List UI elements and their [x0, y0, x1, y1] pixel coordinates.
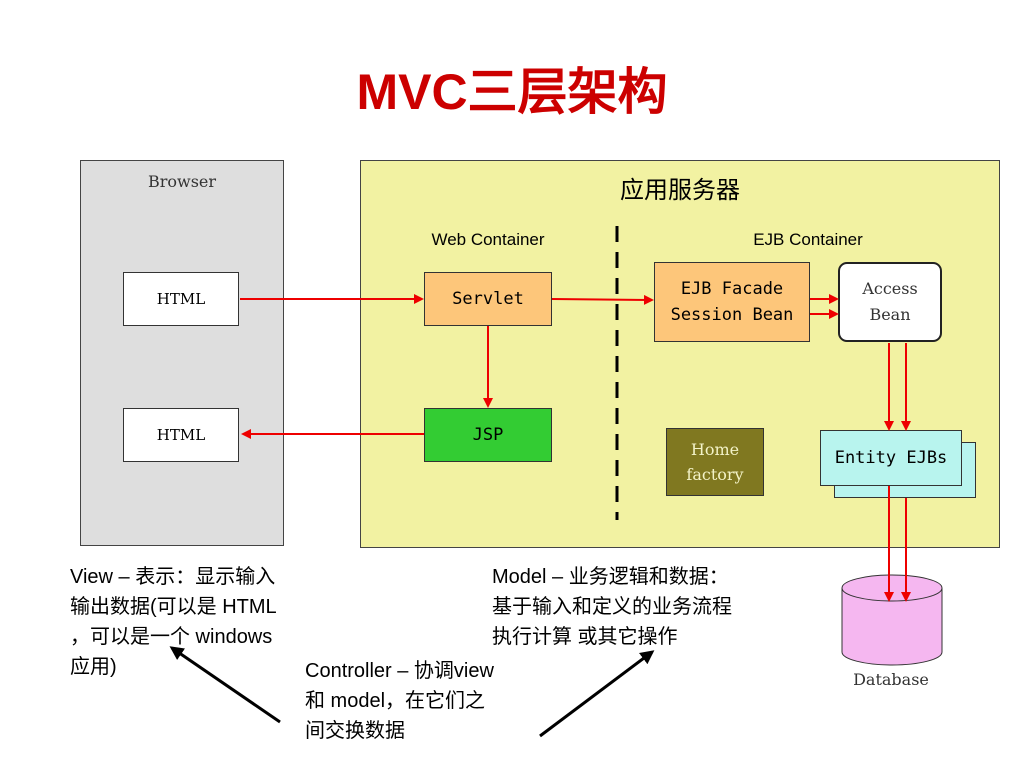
model-caption: Model – 业务逻辑和数据： 基于输入和定义的业务流程 执行计算 或其它操作: [492, 562, 732, 652]
home-factory-line2: factory: [686, 465, 744, 484]
access-bean-line2: Bean: [869, 305, 911, 324]
arrow-servlet-to-facade: [551, 294, 654, 305]
model-caption-line3: 执行计算 或其它操作: [492, 626, 678, 648]
controller-caption-line3: 间交换数据: [305, 720, 405, 742]
database-cylinder: [841, 574, 943, 666]
pointer-to-view: [169, 646, 281, 724]
app-server-title: 应用服务器: [620, 176, 740, 204]
access-bean-line1: Access: [862, 279, 918, 298]
controller-caption-line2: 和 model，在它们之: [305, 690, 486, 712]
pointer-to-model: [539, 650, 655, 738]
ejb-facade-line1: EJB Facade: [680, 279, 784, 299]
home-factory-line1: Home: [690, 440, 740, 459]
model-caption-line2: 基于输入和定义的业务流程: [492, 596, 732, 618]
servlet-box: Servlet: [424, 272, 552, 326]
page-title: MVC三层架构: [356, 64, 668, 120]
ejb-container-label: EJB Container: [753, 230, 863, 249]
browser-label: Browser: [147, 172, 217, 191]
access-bean-box: Access Bean: [838, 262, 942, 342]
view-caption-line2: 输出数据(可以是 HTML: [70, 596, 277, 618]
ejb-facade-line2: Session Bean: [670, 305, 794, 325]
web-container-label: Web Container: [431, 230, 545, 249]
database-label: Database: [853, 670, 929, 689]
view-caption-line4: 应用): [70, 656, 117, 678]
browser-panel: [80, 160, 284, 546]
model-caption-line1: Model – 业务逻辑和数据：: [492, 566, 729, 588]
html-box-response: HTML: [123, 408, 239, 462]
view-caption: View – 表示：显示输入 输出数据(可以是 HTML ，可以是一个 wind…: [70, 562, 277, 682]
html-box-request: HTML: [123, 272, 239, 326]
home-factory-box: Home factory: [666, 428, 764, 496]
jsp-box: JSP: [424, 408, 552, 462]
controller-caption: Controller – 协调view 和 model，在它们之 间交换数据: [305, 656, 494, 746]
view-caption-line1: View – 表示：显示输入: [70, 566, 276, 588]
entity-ejbs-box: Entity EJBs: [820, 430, 962, 486]
controller-caption-line1: Controller – 协调view: [305, 660, 494, 682]
view-caption-line3: ，可以是一个 windows: [70, 626, 273, 648]
ejb-facade-box: EJB Facade Session Bean: [654, 262, 810, 342]
